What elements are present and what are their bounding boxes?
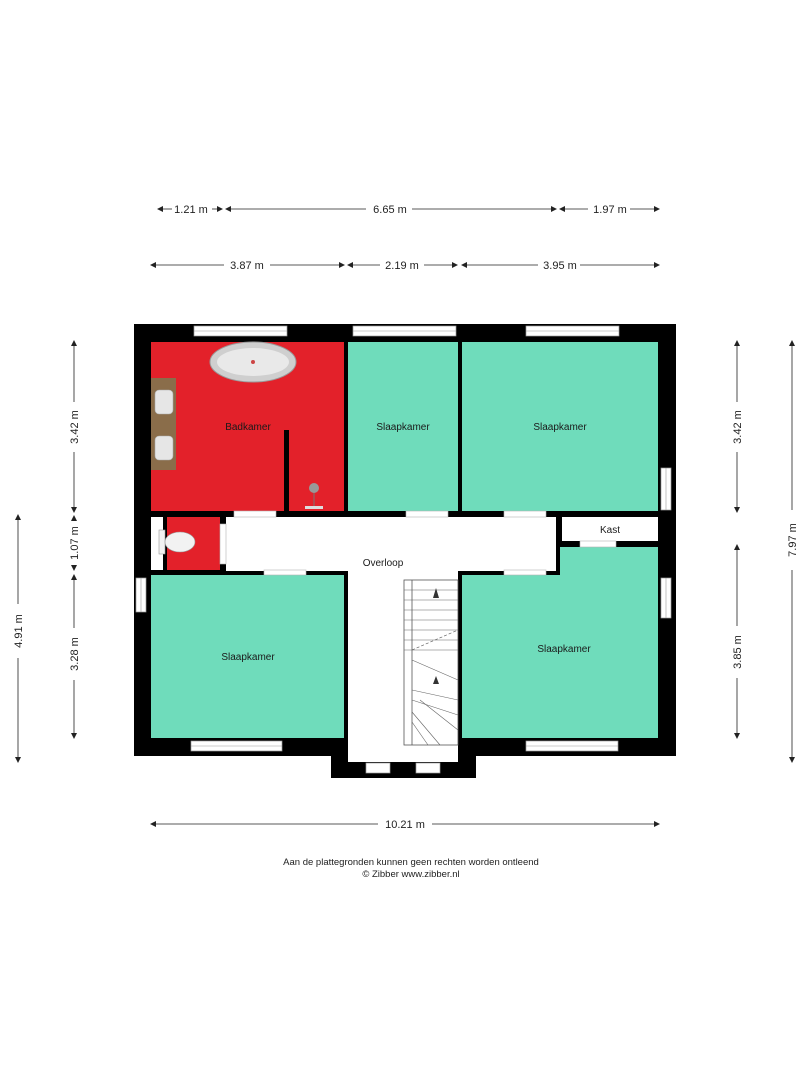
dim-bottom: 10.21 m	[385, 819, 425, 831]
bedroom-top-middle-floor	[348, 342, 458, 511]
dimension-labels: 1.21 m 6.65 m 1.97 m 3.87 m 2.19 m 3.95 …	[13, 204, 799, 831]
bathtub	[209, 341, 297, 383]
dim-top-3: 1.97 m	[593, 204, 627, 216]
footer-copyright: © Zibber www.zibber.nl	[362, 869, 459, 880]
vanity	[151, 378, 176, 470]
dim-top2-3: 3.95 m	[543, 260, 577, 272]
door-openings	[219, 510, 617, 576]
bedroom-top-right-floor	[462, 342, 658, 511]
dim-right-outer: 7.97 m	[787, 523, 799, 557]
dim-right-1: 3.42 m	[732, 410, 744, 444]
dim-left-1: 3.42 m	[69, 410, 81, 444]
bedroom-bottom-left-floor	[151, 575, 344, 738]
dim-top-1: 1.21 m	[174, 204, 208, 216]
dim-top2-1: 3.87 m	[230, 260, 264, 272]
room-label-bedroom-bottom-left: Slaapkamer	[221, 652, 275, 663]
room-label-bedroom-top-right: Slaapkamer	[533, 422, 587, 433]
bathroom-partition	[284, 430, 289, 511]
bedroom-bottom-right-floor	[462, 547, 658, 738]
room-label-bedroom-top-middle: Slaapkamer	[376, 422, 430, 433]
dimension-lines	[15, 206, 795, 827]
toilet-icon	[158, 529, 196, 555]
shower-icon	[305, 483, 323, 509]
room-label-bathroom: Badkamer	[225, 422, 271, 433]
dim-top2-2: 2.19 m	[385, 260, 419, 272]
dim-left-3: 3.28 m	[69, 637, 81, 671]
dim-left-2: 1.07 m	[69, 526, 81, 560]
dim-right-2: 3.85 m	[732, 635, 744, 669]
dim-top-2: 6.65 m	[373, 204, 407, 216]
window-centerlines	[140, 330, 667, 747]
staircase	[403, 579, 459, 746]
room-label-bedroom-bottom-right: Slaapkamer	[537, 644, 591, 655]
room-label-landing: Overloop	[363, 558, 404, 569]
closet-floor	[562, 517, 658, 541]
footer-disclaimer: Aan de plattegronden kunnen geen rechten…	[283, 857, 539, 868]
dim-left-outer: 4.91 m	[13, 614, 25, 648]
room-label-closet: Kast	[600, 525, 620, 536]
